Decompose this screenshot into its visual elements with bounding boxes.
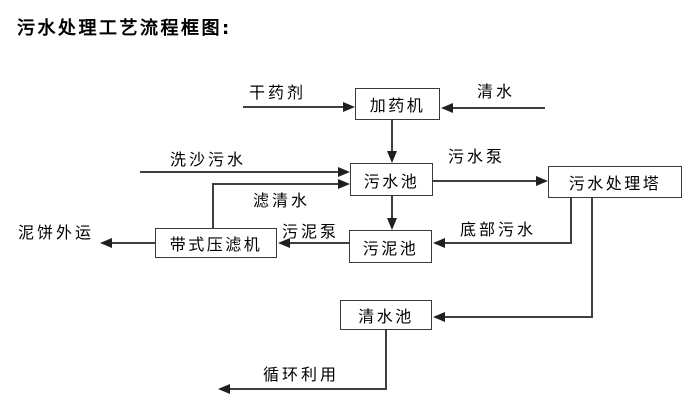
diagram-title: 污水处理工艺流程框图: — [17, 18, 232, 39]
line-bottom-sewage-horizontal — [444, 242, 572, 244]
node-dosing-machine: 加药机 — [355, 88, 440, 120]
line-tower-to-cleanwater-horizontal — [444, 316, 593, 318]
label-recycling: 循环利用 — [263, 365, 340, 384]
label-sludge-pump: 污泥泵 — [282, 222, 340, 241]
node-clean-water-pool: 清水池 — [340, 300, 432, 330]
node-sewage-pool: 污水池 — [350, 163, 433, 196]
line-mud-cake — [111, 242, 155, 244]
arrowhead-sewage-to-sludge-icon — [387, 218, 397, 230]
arrowhead-dosing-to-sewage-icon — [387, 151, 397, 163]
line-sewage-to-sludge — [391, 196, 393, 219]
arrowhead-bottom-sewage-icon — [433, 238, 445, 248]
node-belt-filter-press: 带式压滤机 — [155, 228, 277, 258]
line-sludge-pump — [288, 242, 350, 244]
node-treatment-tower: 污水处理塔 — [548, 166, 682, 198]
line-bottom-sewage-vertical — [570, 198, 572, 244]
label-clean-water: 清水 — [477, 82, 516, 101]
arrowhead-mud-cake-icon — [100, 238, 112, 248]
line-dry-chemical — [243, 106, 344, 108]
line-clean-water — [451, 107, 545, 109]
line-recycling-horizontal — [229, 388, 387, 390]
line-tower-to-cleanwater-vertical — [591, 198, 593, 318]
arrowhead-filtered-water-icon — [338, 179, 350, 189]
node-sludge-pool: 污泥池 — [349, 230, 432, 263]
line-sewage-pump — [433, 180, 537, 182]
arrowhead-dry-chemical-icon — [343, 102, 355, 112]
arrowhead-sand-washing-icon — [338, 167, 350, 177]
label-filtered-water: 滤清水 — [253, 191, 311, 210]
line-sand-washing — [140, 171, 339, 173]
line-filtered-water-horizontal — [212, 183, 339, 185]
arrowhead-recycling-icon — [218, 384, 230, 394]
label-sewage-pump: 污水泵 — [448, 147, 506, 166]
arrowhead-clean-water-icon — [441, 103, 453, 113]
label-dry-chemical: 干药剂 — [249, 83, 307, 102]
label-bottom-sewage: 底部污水 — [460, 220, 537, 239]
label-mud-cake-transport: 泥饼外运 — [18, 223, 95, 242]
arrowhead-sewage-pump-icon — [536, 176, 548, 186]
line-filtered-water-vertical — [212, 184, 214, 228]
label-sand-washing-sewage: 洗沙污水 — [170, 150, 247, 169]
arrowhead-sludge-pump-icon — [278, 238, 290, 248]
line-recycling-vertical — [385, 330, 387, 390]
line-dosing-to-sewage — [391, 120, 393, 152]
arrowhead-tower-to-cleanwater-icon — [433, 312, 445, 322]
